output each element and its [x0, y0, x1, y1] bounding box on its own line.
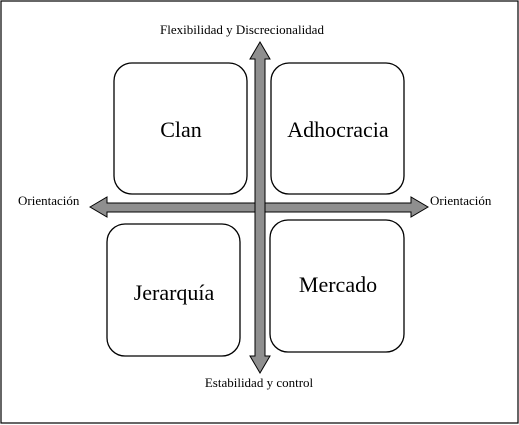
axis-label-right: Orientación [430, 193, 492, 208]
axis-label-bottom: Estabilidad y control [205, 375, 314, 390]
quadrant-label-clan: Clan [160, 117, 202, 142]
quadrant-label-jerarquia: Jerarquía [134, 280, 215, 305]
vertical-double-arrow [249, 41, 271, 374]
quadrant-box-adhocracia [270, 62, 405, 195]
axis-label-left: Orientación [18, 193, 80, 208]
quadrant-box-clan [113, 62, 248, 195]
quadrant-box-mercado [269, 219, 405, 353]
quadrant-box-jerarquia [106, 223, 241, 357]
quadrant-label-adhocracia: Adhocracia [287, 117, 389, 142]
quadrant-label-mercado: Mercado [299, 272, 377, 297]
axis-label-top: Flexibilidad y Discrecionalidad [160, 22, 324, 37]
